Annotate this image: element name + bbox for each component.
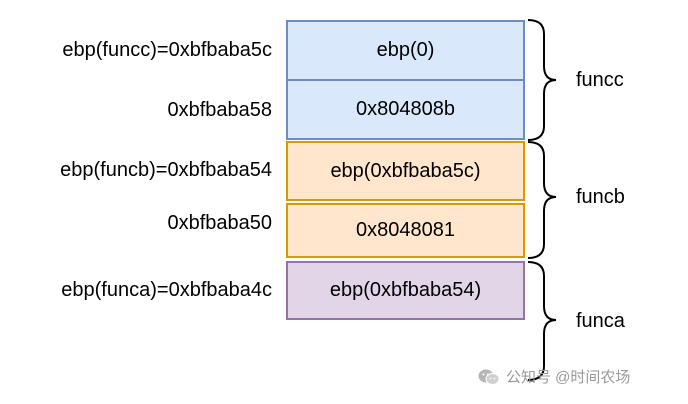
watermark-text: 公知号 @时间农场 [506,369,631,386]
address-label-funcb-ret: 0xbfbaba50 [167,212,272,234]
stack-cell-funcc-ret: 0x804808b [286,79,525,140]
frame-label-funcb: funcb [576,186,625,208]
stack-cell-funcc-ebp: ebp(0) [286,20,525,81]
watermark: 公知号 @时间农场 [478,366,630,387]
address-label-funcc-ret: 0xbfbaba58 [167,99,272,121]
address-label-funcc-ebp: ebp(funcc)=0xbfbaba5c [62,39,272,61]
address-label-funca-ebp: ebp(funca)=0xbfbaba4c [61,279,272,301]
stack-cell-funcb-ret: 0x8048081 [286,203,525,258]
frame-braces [528,19,557,381]
stack-cell-funca-ebp: ebp(0xbfbaba54) [286,261,525,320]
address-label-funcb-ebp: ebp(funcb)=0xbfbaba54 [60,159,272,181]
brace-funca [528,261,557,381]
frame-label-funcc: funcc [576,69,624,91]
wechat-icon [478,369,500,385]
brace-funcc [528,19,557,141]
brace-funcb [528,141,557,259]
stack-cell-funcb-ebp: ebp(0xbfbaba5c) [286,141,525,201]
frame-label-funca: funca [576,310,625,332]
